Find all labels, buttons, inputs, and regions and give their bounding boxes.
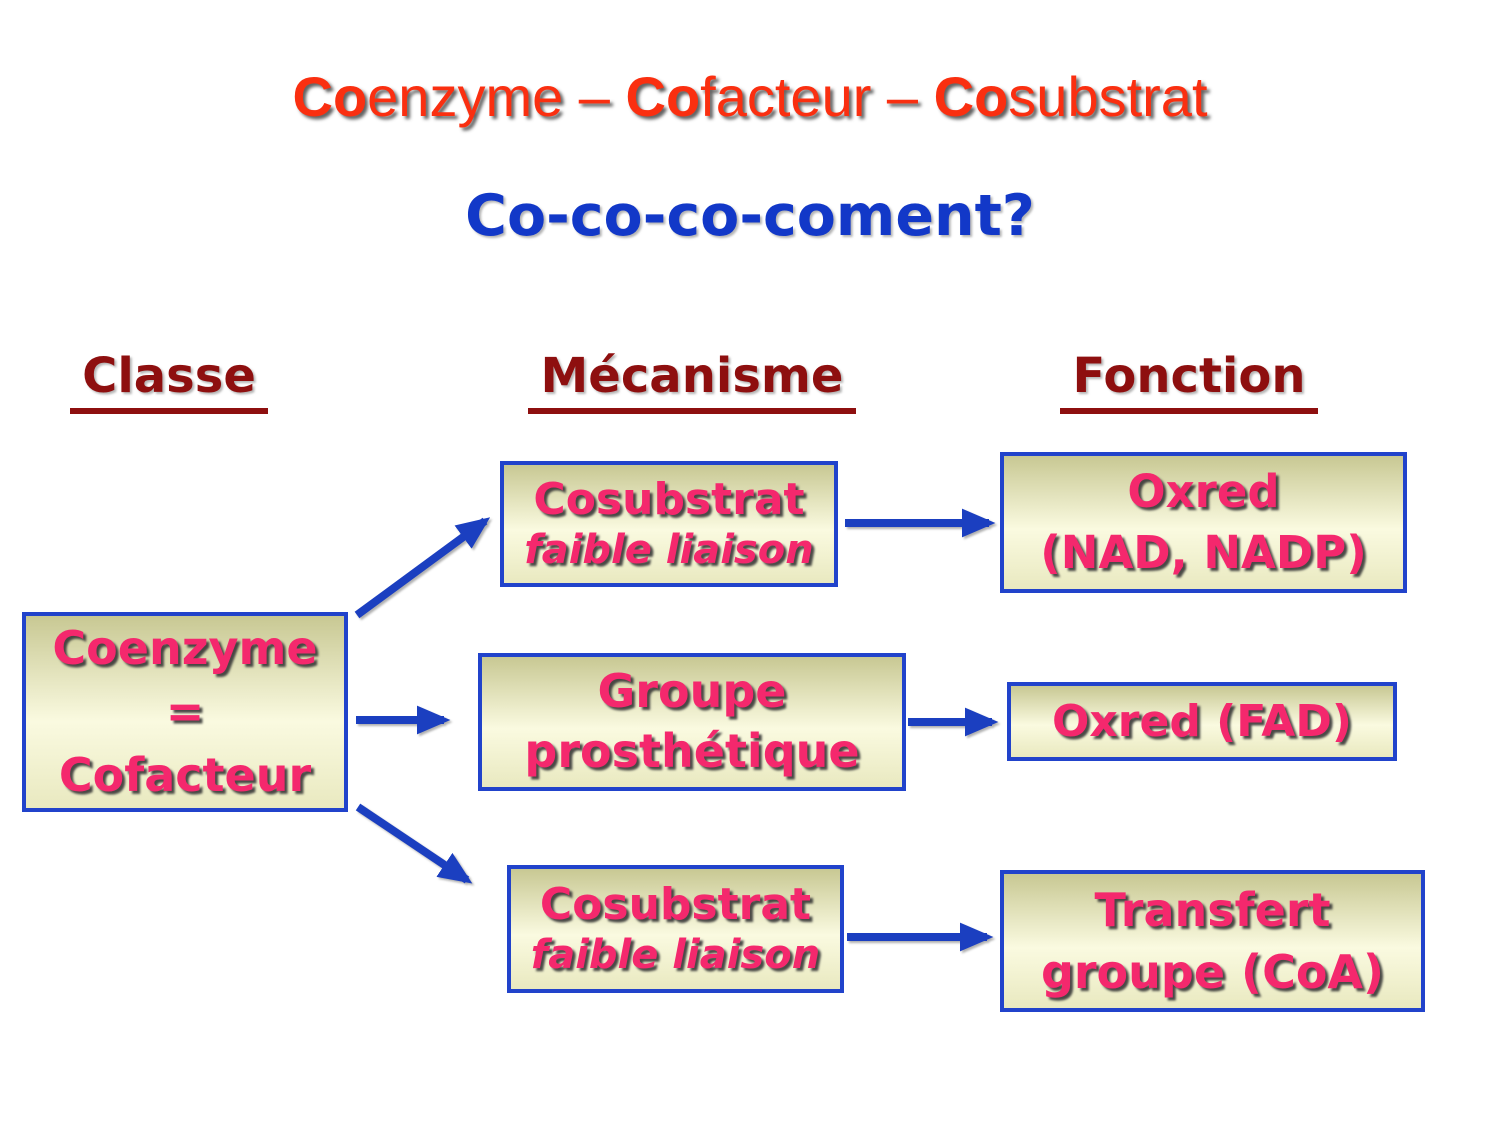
title-rest2: facteur	[700, 65, 872, 128]
transfert-line1: Transfert	[1094, 882, 1331, 937]
transfert-line2: groupe (CoA)	[1040, 945, 1385, 999]
cosubstrat-bottom-title: Cosubstrat	[539, 878, 812, 930]
coenzyme-cofacteur-box: Coenzyme = Cofacteur	[22, 612, 348, 812]
cosubstrat-top-subtitle: faible liaison	[524, 527, 814, 574]
title-co1: Co	[292, 65, 368, 128]
slide-subtitle: Co-co-co-coment?	[465, 183, 1035, 249]
transfert-groupe-coa-box: Transfert groupe (CoA)	[1000, 870, 1425, 1012]
title-sep1: –	[563, 65, 626, 128]
groupe-line2: prosthétique	[524, 724, 860, 778]
title-rest3: substrat	[1008, 65, 1208, 128]
title-co2: Co	[625, 65, 701, 128]
slide-title: Coenzyme – Cofacteur – Cosubstrat	[0, 66, 1500, 128]
cosubstrat-bottom-subtitle: faible liaison	[530, 932, 821, 979]
oxred-fad-line1: Oxred (FAD)	[1052, 696, 1352, 747]
groupe-prosthetique-box: Groupe prosthétique	[478, 653, 906, 791]
column-header-mecanisme: Mécanisme	[528, 348, 856, 414]
groupe-line1: Groupe	[597, 664, 787, 719]
cosubstrat-bottom-box: Cosubstrat faible liaison	[507, 865, 844, 993]
coenzyme-line: Coenzyme	[52, 620, 318, 675]
title-sep2: –	[871, 65, 934, 128]
oxred-fad-box: Oxred (FAD)	[1007, 682, 1397, 761]
title-co3: Co	[933, 65, 1009, 128]
cosubstrat-top-title: Cosubstrat	[533, 473, 805, 525]
arrow-classe-to-cosubstrat-top	[354, 517, 491, 619]
cofacteur-line: Cofacteur	[58, 747, 312, 802]
oxred-nad-line2: (NAD, NADP)	[1040, 525, 1367, 579]
equals-line: =	[165, 684, 205, 739]
oxred-nad-nadp-box: Oxred (NAD, NADP)	[1000, 452, 1407, 593]
oxred-nad-line1: Oxred	[1127, 464, 1280, 518]
column-header-fonction: Fonction	[1060, 348, 1318, 414]
cosubstrat-top-box: Cosubstrat faible liaison	[500, 461, 838, 587]
title-rest1: enzyme	[367, 65, 564, 128]
column-header-classe: Classe	[70, 348, 268, 414]
arrow-classe-to-cosubstrat-bottom	[355, 803, 473, 884]
